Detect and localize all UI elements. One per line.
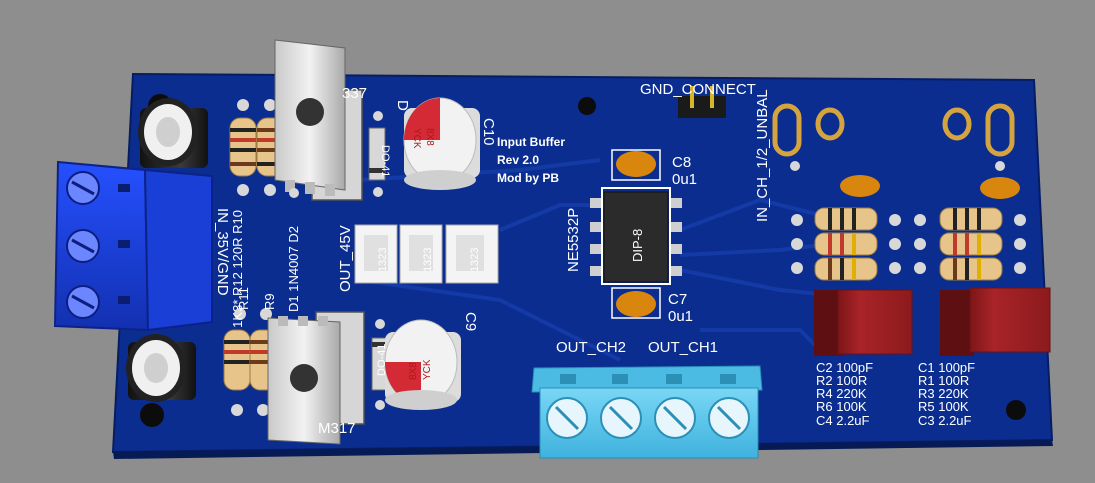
diode-top-package: DO-41 [379, 145, 391, 177]
regulator-bottom-label: M317 [318, 420, 356, 437]
channel2-resistors [791, 207, 901, 281]
channel1-value: C3 2.2uF [918, 413, 972, 428]
cap-c10-marking-brand: YCK [411, 128, 422, 149]
channel2-value: R2 100R [816, 373, 867, 388]
out-45v-header[interactable] [354, 224, 499, 284]
out-ch2-label: OUT_CH2 [556, 339, 626, 356]
cap-c7-ref: C7 [668, 291, 687, 308]
input-channels-label: IN_CH_1/2_UNBAL [754, 89, 771, 222]
channel1-value-list: C1 100pF R1 100R R3 220K R5 100K C3 2.2u… [918, 360, 975, 428]
cap-c8-ref: C8 [672, 154, 691, 171]
out-45v-label: OUT_45V [337, 225, 354, 292]
voltage-regulator-lm337 [274, 39, 363, 201]
cap-c10-ref: C10 [480, 118, 497, 146]
film-capacitor-c3 [940, 287, 1051, 356]
ceramic-capacitor-c2 [840, 175, 880, 197]
channel1-value: R1 100R [918, 373, 969, 388]
channel2-value-list: C2 100pF R2 100R R4 220K R6 100K C4 2.2u… [816, 360, 873, 428]
input-power-label: IN_35V/GND [214, 208, 231, 296]
cap-c8-value: 0u1 [672, 171, 697, 188]
diode-top [368, 111, 386, 197]
gnd-connect-jumper[interactable] [678, 86, 726, 118]
diode-bottom [371, 319, 389, 410]
channel2-value: R6 100K [816, 399, 867, 414]
channel2-value: R4 220K [816, 386, 867, 401]
opamp-package: DIP-8 [630, 229, 645, 262]
out-ch1-label: OUT_CH1 [648, 339, 718, 356]
resistor-refs-top: 1K3* R12 120R R10 [230, 210, 245, 328]
electrolytic-capacitor-c10 [403, 97, 480, 190]
ceramic-capacitor-c1 [980, 177, 1020, 199]
screw-icon[interactable] [546, 397, 588, 439]
board-revision: Rev 2.0 [497, 153, 539, 167]
opamp-ref: NE5532P [565, 208, 582, 272]
resistor-r12 [229, 99, 257, 196]
voltage-regulator-lm317 [267, 311, 365, 445]
input-rca-pads [772, 103, 1015, 171]
diode-bottom-package: DO-41 [376, 344, 388, 376]
ceramic-capacitor-c7 [611, 287, 661, 319]
electrolytic-capacitor-top [138, 98, 208, 168]
output-terminal-block[interactable] [531, 365, 763, 459]
input-terminal-block[interactable] [53, 160, 213, 332]
cap-c7-value: 0u1 [668, 308, 693, 325]
mounting-hole [578, 97, 596, 115]
gnd-connect-label: GND_CONNECT [640, 81, 756, 98]
regulator-top-label: 337 [342, 85, 367, 102]
electrolytic-capacitor-c9 [384, 319, 461, 410]
screw-icon[interactable] [708, 397, 750, 439]
channel1-value: C1 100pF [918, 360, 975, 375]
channel2-value: C4 2.2uF [816, 413, 870, 428]
board-title: Input Buffer [497, 135, 565, 149]
screw-icon[interactable] [600, 397, 642, 439]
diode-top-ref: D [394, 100, 411, 111]
mounting-hole [1006, 400, 1026, 420]
resistor-ref-r9: R9 [262, 293, 277, 310]
cap-c9-marking-size: 8X8 [408, 362, 419, 380]
electrolytic-capacitor-bottom [126, 334, 196, 402]
film-capacitor-c4 [814, 289, 913, 356]
diode-refs: D1 1N4007 D2 [286, 226, 301, 312]
header-marking: 1323 [469, 248, 481, 272]
cap-c10-marking-size: 8X8 [424, 128, 435, 146]
channel1-value: R3 220K [918, 386, 969, 401]
cap-c9-marking-brand: YCK [422, 359, 433, 380]
opamp-ne5532p [590, 187, 682, 285]
mounting-hole [140, 403, 164, 427]
cap-c9-ref: C9 [462, 312, 479, 331]
board-author: Mod by PB [497, 171, 559, 185]
screw-icon[interactable] [654, 397, 696, 439]
channel2-value: C2 100pF [816, 360, 873, 375]
ceramic-capacitor-c8 [611, 149, 661, 181]
channel1-resistors [914, 207, 1026, 281]
header-marking: 1323 [377, 248, 389, 272]
header-marking: 1323 [422, 248, 434, 272]
resistor-ref-r11: R11 [236, 287, 251, 310]
channel1-value: R5 100K [918, 399, 969, 414]
